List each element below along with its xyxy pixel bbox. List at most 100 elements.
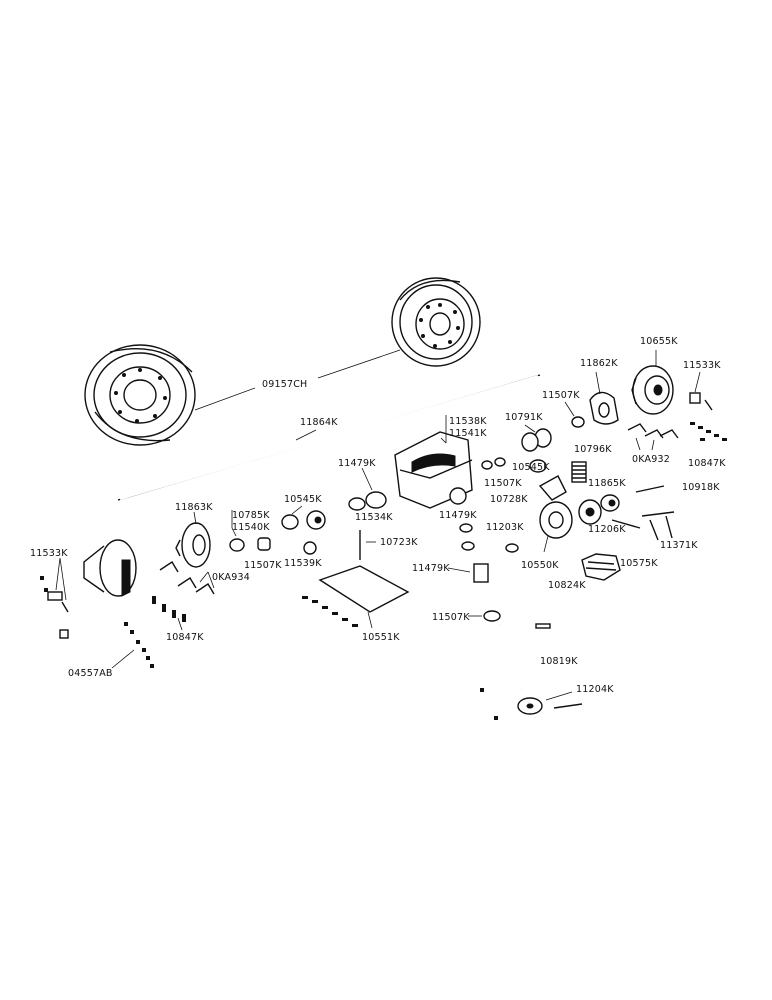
- bushing-mid: [449, 487, 467, 505]
- small-washer: [257, 537, 271, 551]
- label-bushing-top: 11479K: [338, 458, 376, 469]
- label-gear: 10550K: [521, 560, 559, 571]
- label-spring: 10796K: [574, 444, 612, 455]
- center-housing: [394, 431, 473, 509]
- label-washer-top: 11507K: [542, 390, 580, 401]
- left-spacer: [281, 510, 326, 530]
- label-shims: 11203K: [486, 522, 524, 533]
- right-wheel-rim: [391, 277, 481, 367]
- left-wheel-rim: [84, 344, 196, 446]
- right-pins: [649, 515, 673, 541]
- label-pins-right: 11371K: [660, 540, 698, 551]
- label-housing-1: 11538K: [449, 416, 487, 427]
- bolt-kit: [124, 622, 154, 668]
- label-clips-right: 0KA932: [632, 454, 670, 465]
- bearing-a: [521, 428, 552, 452]
- bushing-top-leader: [361, 467, 373, 491]
- label-wheels: 09157CH: [262, 379, 307, 390]
- label-bolt-kit: 04557AB: [68, 668, 113, 679]
- left-bolts: [152, 596, 186, 622]
- right-bolt: [689, 392, 713, 411]
- label-clips-left: 0KA934: [212, 572, 250, 583]
- left-clips: [159, 561, 215, 595]
- label-axle: 11864K: [300, 417, 338, 428]
- bevel-gear: [581, 553, 621, 581]
- pinion: [517, 697, 583, 715]
- label-bushing-low: 11479K: [412, 563, 450, 574]
- label-bolt-right: 11533K: [683, 360, 721, 371]
- label-collar: 11865K: [588, 478, 626, 489]
- shaft: [498, 623, 551, 691]
- cover-plate: [302, 565, 410, 627]
- label-pinion: 11204K: [576, 684, 614, 695]
- thrust-washer: [348, 497, 366, 511]
- cover-plate-leader: [367, 611, 373, 629]
- left-bolts-leader: [177, 617, 183, 631]
- left-brake-drum: [83, 539, 137, 597]
- bearing-b: [303, 541, 317, 555]
- label-bevel-gear: 10824K: [548, 580, 586, 591]
- left-bolt-leader: [55, 557, 67, 601]
- bearing-a-leader: [524, 424, 536, 433]
- label-thrust: 11534K: [355, 512, 393, 523]
- spring: [571, 461, 587, 483]
- misc-small-parts: [40, 576, 498, 720]
- housing-bracket: [440, 415, 447, 444]
- spacer-a: [529, 459, 547, 473]
- gear-leader: [543, 535, 549, 553]
- label-bushing-mid: 11479K: [439, 510, 477, 521]
- left-washer: [229, 538, 245, 552]
- housing-cap: [589, 391, 619, 425]
- label-cover-plate: 10551K: [362, 632, 400, 643]
- bushing-low: [473, 563, 489, 583]
- wheel-leader-left: [194, 387, 256, 411]
- label-washer-mid: 11507K: [484, 478, 522, 489]
- right-bolt-leader: [694, 371, 701, 393]
- shims: [459, 523, 519, 553]
- gear: [539, 501, 573, 539]
- label-spacer-left: 10545K: [284, 494, 322, 505]
- label-housing-2: 11541K: [449, 428, 487, 439]
- label-pin-shaft: 10723K: [380, 537, 418, 548]
- left-spacer-leader: [291, 505, 303, 515]
- right-hub: [631, 365, 674, 415]
- right-bolts: [690, 422, 727, 441]
- label-washer-left-2: 11540K: [232, 522, 270, 533]
- axle-leader: [295, 429, 317, 441]
- fork-rod: [611, 519, 641, 529]
- left-clips-leader: [199, 571, 215, 589]
- label-gear-carrier: 11206K: [588, 524, 626, 535]
- label-washer-low: 11507K: [432, 612, 470, 623]
- label-shift-fork: 10728K: [490, 494, 528, 505]
- left-washer-bracket: [231, 510, 237, 537]
- label-fork-rod: 10575K: [620, 558, 658, 569]
- label-washer-left-1: 10785K: [232, 510, 270, 521]
- label-links-right: 10918K: [682, 482, 720, 493]
- low-washer: [483, 610, 501, 622]
- left-hub-leader: [193, 511, 197, 525]
- left-hub: [175, 522, 211, 568]
- top-washer-leader: [564, 401, 575, 417]
- label-hub-left: 11863K: [175, 502, 213, 513]
- right-clips: [627, 423, 679, 439]
- label-housing-cap: 11862K: [580, 358, 618, 369]
- axle-shaft: [117, 374, 541, 501]
- label-hub-right: 10655K: [640, 336, 678, 347]
- top-washer: [571, 416, 585, 428]
- label-bolt-left: 11533K: [30, 548, 68, 559]
- label-washer-small: 11507K: [244, 560, 282, 571]
- left-bolt: [47, 591, 69, 639]
- gear-carrier: [578, 499, 602, 525]
- housing-cap-leader: [595, 371, 601, 395]
- label-bearing-a: 10791K: [505, 412, 543, 423]
- label-shaft: 10819K: [540, 656, 578, 667]
- collar: [600, 494, 620, 512]
- wheel-leader-right: [317, 349, 401, 379]
- label-bolts-left: 10847K: [166, 632, 204, 643]
- label-bolts-right: 10847K: [688, 458, 726, 469]
- label-bearing-b: 11539K: [284, 558, 322, 569]
- label-spacer-a: 10545K: [512, 462, 550, 473]
- right-clips-leader: [635, 437, 655, 451]
- shift-fork: [538, 475, 567, 501]
